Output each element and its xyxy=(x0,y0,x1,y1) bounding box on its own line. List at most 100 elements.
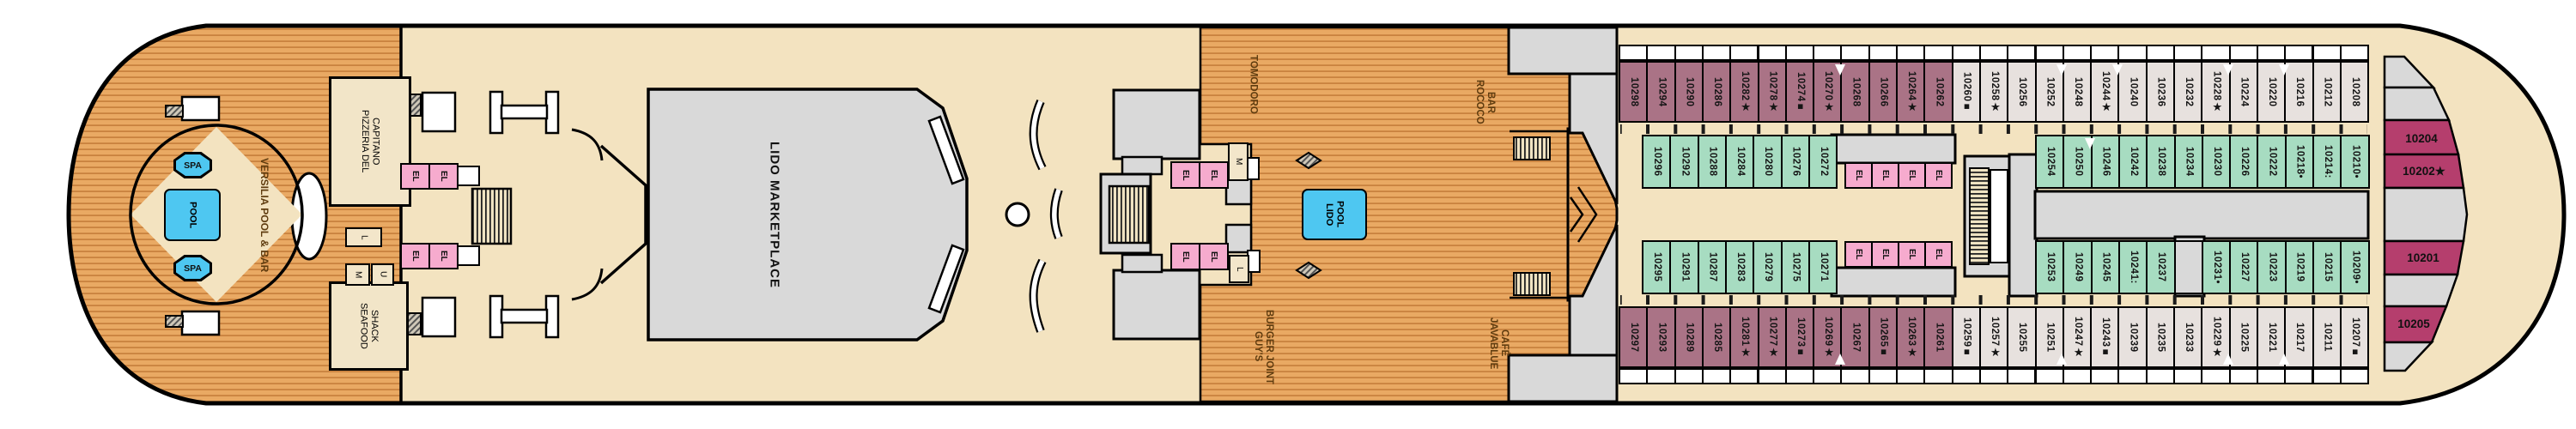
cabin-10292: 10292 xyxy=(1669,135,1699,189)
balcony xyxy=(1813,368,1843,384)
cabin-10288: 10288 xyxy=(1697,135,1728,189)
cabin-10234: 10234 xyxy=(2173,135,2203,189)
balcony xyxy=(2228,45,2258,61)
cabin-10294: 10294 xyxy=(1646,61,1676,123)
cabin-10260: 10260■ xyxy=(1951,61,1982,123)
cabin-10247: 10247★ xyxy=(2062,306,2093,368)
balcony xyxy=(2201,368,2231,384)
cabin-10236: 10236 xyxy=(2145,61,2176,123)
elevator: EL xyxy=(1871,162,1899,189)
elevator: EL xyxy=(1871,241,1899,268)
balcony xyxy=(1896,368,1926,384)
balcony xyxy=(1978,368,2009,384)
elevator: EL xyxy=(1924,162,1953,189)
elevator: EL xyxy=(400,243,430,269)
cabin-10258: 10258★ xyxy=(1978,61,2009,123)
versilia-pool: POOL xyxy=(164,189,221,241)
rococo-bar-label: ROCOCO BAR xyxy=(1474,80,1497,124)
elevator: EL xyxy=(1844,162,1873,189)
cabin-10214: 10214: xyxy=(2312,135,2342,189)
cabin-10277: 10277★ xyxy=(1757,306,1787,368)
connecting-rooms-marker xyxy=(2057,64,2068,76)
connecting-rooms-marker xyxy=(2085,138,2096,149)
cabin-10237: 10237 xyxy=(2146,240,2176,294)
balcony xyxy=(1951,45,1981,61)
balcony xyxy=(2117,368,2148,384)
lido-pool: LIDO POOL xyxy=(1302,189,1367,240)
balcony xyxy=(2256,45,2287,61)
utility-room-aft: U xyxy=(371,263,394,286)
connecting-rooms-marker xyxy=(2111,64,2123,76)
deck-game-icon xyxy=(1295,151,1322,170)
cabin-10295: 10295 xyxy=(1642,240,1672,294)
elevator: EL xyxy=(1170,161,1200,189)
balcony xyxy=(2145,368,2175,384)
elevator: EL xyxy=(1924,241,1953,268)
cabin-10230: 10230 xyxy=(2201,135,2232,189)
balcony xyxy=(2312,368,2342,384)
cabin-label-bow-4: 10205 xyxy=(2397,317,2430,330)
cabin-10239: 10239 xyxy=(2117,306,2148,368)
cabin-10238: 10238 xyxy=(2146,135,2176,189)
cabin-10218: 10218• xyxy=(2284,135,2315,189)
deck-game-icon xyxy=(1295,261,1322,280)
cabin-10272: 10272 xyxy=(1807,135,1838,189)
cabin-10282: 10282★ xyxy=(1729,61,1759,123)
balcony xyxy=(2284,45,2314,61)
cabin-10266: 10266 xyxy=(1868,61,1899,123)
cabin-10256: 10256 xyxy=(2007,61,2037,123)
service-space xyxy=(2173,240,2203,294)
balcony xyxy=(1646,368,1676,384)
cabin-10264: 10264★ xyxy=(1896,61,1926,123)
balcony xyxy=(1701,368,1732,384)
connecting-rooms-marker xyxy=(2278,353,2289,365)
cabin-10243: 10243■ xyxy=(2090,306,2120,368)
balcony xyxy=(2228,368,2258,384)
cabin-10283: 10283 xyxy=(1724,240,1755,294)
balcony xyxy=(2034,368,2064,384)
cabin-10207: 10207■ xyxy=(2339,306,2370,368)
cabin-10291: 10291 xyxy=(1669,240,1699,294)
balcony xyxy=(2173,368,2203,384)
balcony xyxy=(1674,368,1704,384)
balcony xyxy=(1868,45,1898,61)
cabin-10212: 10212 xyxy=(2312,61,2342,123)
balcony xyxy=(1619,45,1649,61)
cabin-10211: 10211 xyxy=(2312,306,2342,368)
mens-room-mid: M xyxy=(1228,142,1249,181)
laundry-room-mid: L xyxy=(1229,255,1249,283)
balcony xyxy=(1813,45,1843,61)
balcony xyxy=(2284,368,2314,384)
balcony xyxy=(2007,368,2037,384)
balcony xyxy=(2145,45,2175,61)
elevator: EL xyxy=(428,243,459,269)
cabin-10293: 10293 xyxy=(1646,306,1676,368)
balcony xyxy=(2201,45,2231,61)
stairs xyxy=(1969,167,1990,265)
cabin-10286: 10286 xyxy=(1701,61,1732,123)
cabin-10245: 10245 xyxy=(2090,240,2121,294)
balcony xyxy=(2007,45,2037,61)
balcony xyxy=(1619,368,1649,384)
cabin-10284: 10284 xyxy=(1724,135,1755,189)
stairs xyxy=(1108,184,1151,245)
cabin-label-bow-1: 10204 xyxy=(2405,131,2438,145)
elevator: EL xyxy=(1199,161,1229,189)
cabin-10257: 10257★ xyxy=(1978,306,2009,368)
balcony xyxy=(1729,368,1759,384)
cabin-10285: 10285 xyxy=(1701,306,1732,368)
cabin-label-bow-3: 10201 xyxy=(2407,251,2439,264)
cabin-10223: 10223 xyxy=(2257,240,2287,294)
balcony xyxy=(2090,45,2120,61)
balcony xyxy=(1674,45,1704,61)
balcony xyxy=(1784,45,1815,61)
cabin-10231: 10231• xyxy=(2201,240,2232,294)
connecting-rooms-marker xyxy=(2057,353,2068,365)
cabin-10296: 10296 xyxy=(1642,135,1672,189)
connecting-rooms-marker xyxy=(2278,64,2289,76)
serving-station xyxy=(1005,202,1030,227)
cabin-10222: 10222 xyxy=(2257,135,2287,189)
balcony xyxy=(1757,45,1787,61)
cabin-10280: 10280 xyxy=(1753,135,1783,189)
